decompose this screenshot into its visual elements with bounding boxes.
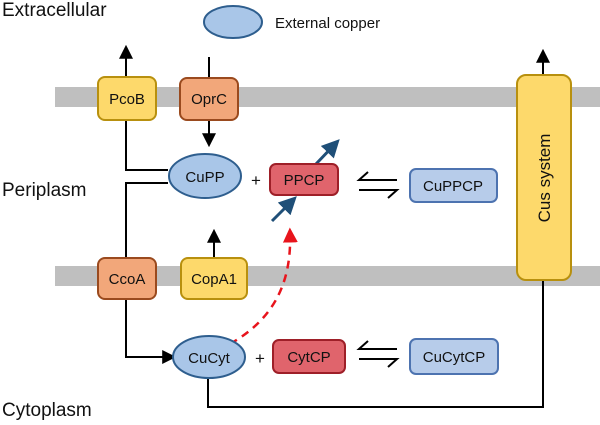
cytcp-label: CytCP: [287, 349, 330, 366]
ccoa-label: CcoA: [109, 271, 146, 288]
ccoa-box: [97, 257, 157, 300]
cytcp-box: [272, 339, 346, 374]
region-label-extracellular: Extracellular: [2, 0, 107, 21]
cucyt-label: CuCyt: [188, 350, 231, 367]
oprc-label: OprC: [191, 91, 227, 108]
ppcp-output-arrow: [314, 139, 340, 166]
copper-transfer-dashed-arrow: [229, 227, 298, 346]
cucytcp-label: CuCytCP: [423, 349, 486, 366]
cupp-label: CuPP: [185, 169, 224, 186]
pcob-label: PcoB: [109, 91, 145, 108]
cus-system-box: [516, 74, 572, 281]
region-label-cytoplasm: Cytoplasm: [2, 400, 92, 421]
pcob-box: [97, 76, 157, 121]
external-copper-label: External copper: [275, 15, 380, 32]
external-copper-icon: [203, 5, 263, 39]
cucytcp-box: [409, 338, 499, 375]
cucyt-pool: [172, 335, 246, 379]
region-label-periplasm: Periplasm: [2, 180, 86, 201]
connector-lines: [119, 44, 550, 408]
oprc-box: [179, 77, 239, 121]
copa1-box: [180, 257, 248, 300]
plus-sign-cytoplasm: +: [255, 349, 265, 368]
copa1-label: CopA1: [191, 271, 237, 288]
cupp-pool: [168, 153, 242, 199]
plus-sign-periplasm: +: [251, 171, 261, 190]
cus-system-label: Cus system: [535, 134, 554, 223]
equilibrium-arrows-periplasm: [356, 171, 400, 199]
equilibrium-arrows-cytoplasm: [356, 340, 400, 368]
cuppcp-label: CuPPCP: [423, 178, 483, 195]
ppcp-box: [269, 163, 339, 196]
ppcp-label: PPCP: [284, 172, 325, 189]
cuppcp-box: [409, 168, 498, 203]
ppcp-input-arrow: [270, 196, 297, 223]
